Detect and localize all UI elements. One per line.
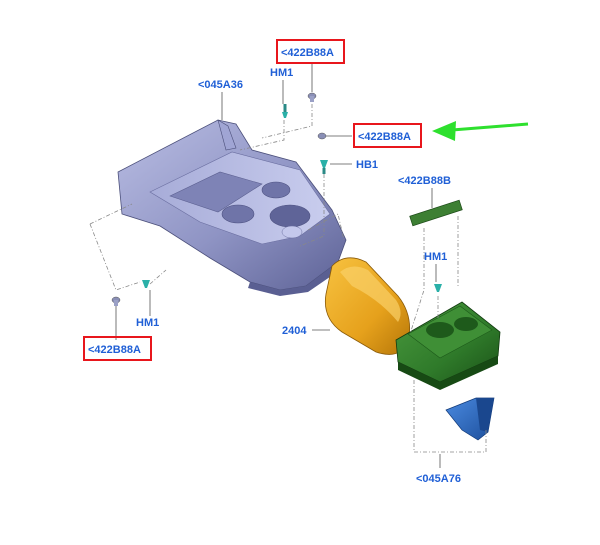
label-armrest-part: 2404 [282,325,307,337]
label-hm1-right: HM1 [424,251,447,263]
label-hm1-top: HM1 [270,67,293,79]
leader-lines [115,64,441,468]
green-arrow-icon [432,121,529,141]
clip-hm1-right [434,284,442,292]
clip-hm1-left [142,280,150,288]
cupholder-part [395,301,501,390]
highlight-box-top [276,39,345,64]
clip-hb1 [320,160,328,174]
highlight-box-right [353,123,422,148]
highlight-box-bottom-left [83,336,152,361]
label-bottom-left-part: <422B88A [88,344,141,356]
clip-hm1-top [282,104,288,118]
label-hm1-left: HM1 [136,317,159,329]
screw-right [317,132,327,140]
pad-part [409,199,463,227]
label-pad-part: <422B88B [398,175,451,187]
bracket-part [445,397,495,441]
screw-left [111,296,121,306]
center-console-part [117,119,347,296]
label-top-part: <422B88A [281,47,334,59]
label-right-part: <422B88A [358,131,411,143]
assembly-lines [89,104,487,453]
label-left-part: <045A36 [198,79,243,91]
label-hb1: HB1 [356,159,378,171]
screw-top-right [307,92,317,102]
label-bracket-part: <045A76 [416,473,461,485]
